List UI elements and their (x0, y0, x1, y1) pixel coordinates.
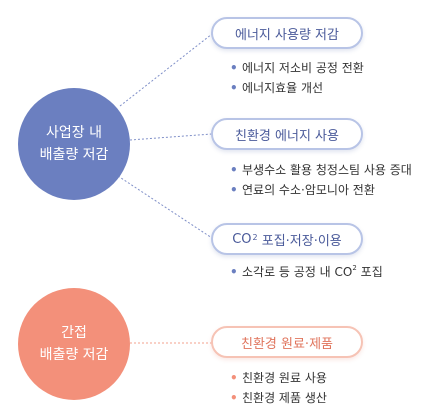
strategy-green-materials-label: 친환경 원료·제품 (241, 336, 333, 352)
list-item: •친환경 제품 생산 (230, 388, 327, 408)
bullet-icon: • (230, 163, 238, 177)
bullet-icon: • (230, 391, 238, 405)
strategy-green-materials-items: •친환경 원료 사용 •친환경 제품 생산 (230, 368, 327, 408)
connector-direct-3 (117, 175, 213, 239)
strategy-energy-reduction-label: 에너지 사용량 저감 (235, 27, 339, 43)
list-item: •부생수소 활용 청정스팀 사용 증대 (230, 160, 412, 180)
bullet-icon: • (230, 183, 238, 197)
indirect-circle-line2: 배출량 저감 (39, 347, 109, 363)
direct-circle-line1: 사업장 내 (46, 125, 102, 141)
strategy-green-energy: 친환경 에너지 사용 (211, 118, 363, 150)
bullet-icon: • (230, 265, 238, 279)
list-item: •소각로 등 공정 내 CO2 포집 (230, 262, 383, 282)
bullet-icon: • (230, 81, 238, 95)
bullet-icon: • (230, 371, 238, 385)
strategy-ccus-label-prefix: CO (232, 231, 252, 247)
direct-circle-line2: 배출량 저감 (39, 147, 109, 163)
strategy-energy-reduction-items: •에너지 저소비 공정 전환 •에너지효율 개선 (230, 58, 364, 98)
indirect-circle-line1: 간접 (61, 325, 87, 341)
direct-emission-circle: 사업장 내 배출량 저감 (18, 88, 130, 200)
strategy-green-materials: 친환경 원료·제품 (211, 326, 363, 358)
list-item: •에너지 저소비 공정 전환 (230, 58, 364, 78)
connector-direct-1 (119, 33, 213, 107)
list-item: •연료의 수소·암모니아 전환 (230, 180, 412, 200)
indirect-emission-circle: 간접 배출량 저감 (18, 288, 130, 400)
list-item: •친환경 원료 사용 (230, 368, 327, 388)
connector-direct-2 (129, 133, 213, 141)
strategy-green-energy-label: 친환경 에너지 사용 (235, 128, 339, 144)
strategy-ccus-label-suffix: 포집·저장·이용 (257, 233, 342, 249)
strategy-ccus-items: •소각로 등 공정 내 CO2 포집 (230, 262, 383, 282)
strategy-energy-reduction: 에너지 사용량 저감 (211, 17, 363, 49)
bullet-icon: • (230, 61, 238, 75)
list-item: •에너지효율 개선 (230, 78, 364, 98)
strategy-green-energy-items: •부생수소 활용 청정스팀 사용 증대 •연료의 수소·암모니아 전환 (230, 160, 412, 200)
